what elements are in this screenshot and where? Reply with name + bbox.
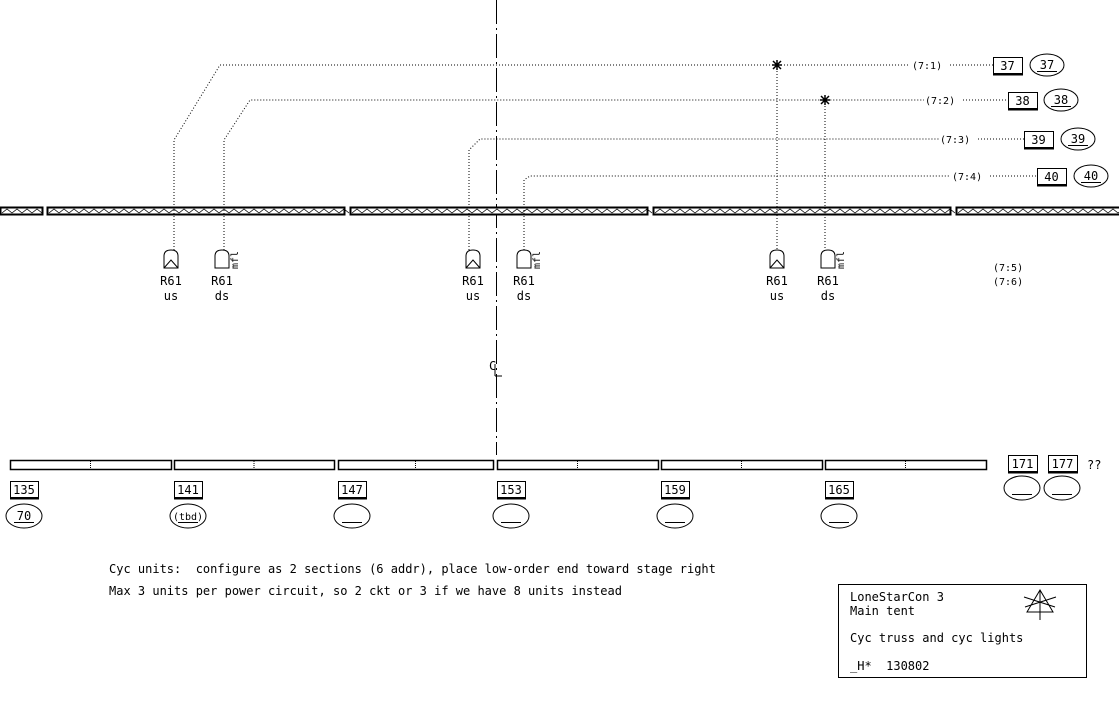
leader-lines [173,60,950,250]
note-line-1: Cyc units: configure as 2 sections (6 ad… [109,562,716,576]
fixture-position: ds [821,289,835,303]
truss-segment [349,206,653,216]
title-block: LoneStarCon 3 Main tent Cyc truss and cy… [838,584,1087,678]
leader-line [223,99,924,250]
title-line-1: LoneStarCon 3 [850,590,944,604]
fixture-unit: R61 [817,274,839,288]
centerline-symbol: C [489,359,496,373]
truss-segment [652,206,956,216]
circuit-tag[interactable]: (7:2) 38 38 [925,88,1079,112]
fixture-tag: mfl [836,251,847,269]
extra-unit[interactable]: 177 [1043,455,1081,501]
channel-ellipse [656,503,694,529]
cyc-unit[interactable]: 135 70 [5,459,173,529]
truss-segment [0,206,44,216]
circuit-address: (7:3) [940,135,970,146]
channel-ellipse-label: 39 [1071,132,1085,146]
fixture-tag: mfl [532,251,543,269]
dimmer-box-label: 141 [177,483,199,497]
truss-segment [955,206,1119,216]
channel-ellipse [1073,164,1109,188]
cyc-unit[interactable]: 147 [333,459,495,529]
fixture-position: ds [215,289,229,303]
fixture-unit: R61 [160,274,182,288]
leader-line [173,64,910,250]
dimmer-box-label: 37 [1000,59,1014,73]
leader-line [468,138,940,250]
cyc-unit[interactable]: 159 [656,459,824,529]
circuit-tags: (7:1) 37 37 (7:2) 38 38 (7:3) 39 39 (7:4) 40 40 (7:5… [912,53,1109,288]
fixture-position: us [466,289,480,303]
dimmer-box-label: 171 [1012,457,1034,471]
fixture-unit: R61 [766,274,788,288]
channel-ellipse [333,503,371,529]
channel-ellipse [1043,475,1081,501]
centerline: C [489,0,502,455]
note-line-2: Max 3 units per power circuit, so 2 ckt … [109,584,622,598]
junction-star-icon [772,60,782,70]
channel-ellipse [1003,475,1041,501]
title-line-2: Main tent [850,604,915,618]
circuit-tag[interactable]: (7:4) 40 40 [952,164,1109,188]
dimmer-box-label: 39 [1031,133,1045,147]
dimmer-box-label: 38 [1015,94,1029,108]
spare-address: (7:5) [993,263,1023,274]
channel-ellipse-label: 37 [1040,58,1054,72]
fixture-icon [214,249,230,269]
fixture-icon [820,249,836,269]
dimmer-box-label: 153 [500,483,522,497]
channel-ellipse [1043,88,1079,112]
cyc-unit[interactable]: 165 [820,459,988,529]
cyc-unit[interactable]: 153 [492,459,660,529]
truss-segment [46,206,350,216]
channel-ellipse [1060,127,1096,151]
channel-ellipse [820,503,858,529]
spare-address: (7:6) [993,277,1023,288]
upper-truss [0,206,1119,216]
extra-unit[interactable]: 171 [1003,455,1041,501]
notes: Cyc units: configure as 2 sections (6 ad… [109,562,716,598]
extra-note: ?? [1087,458,1101,472]
title-line-3: Cyc truss and cyc lights [850,631,1023,645]
channel-ellipse-label: (tbd) [173,512,203,523]
dimmer-box-label: 40 [1044,170,1058,184]
cyc-unit[interactable]: 141 (tbd) [169,459,336,529]
dimmer-box-label: 177 [1052,457,1074,471]
title-line-4: _H* 130802 [850,659,929,673]
circuit-address: (7:4) [952,172,982,183]
circuit-address: (7:1) [912,61,942,72]
fixture-unit: R61 [462,274,484,288]
channel-ellipse-label: 38 [1054,93,1068,107]
dimmer-box-label: 147 [341,483,363,497]
channel-ellipse-label: 40 [1084,169,1098,183]
fixture-icon [516,249,532,269]
circuit-tag[interactable]: (7:3) 39 39 [940,127,1096,151]
fixture-tag: mfl [230,251,241,269]
channel-ellipse [1029,53,1065,77]
channel-ellipse [492,503,530,529]
cyc-bar: 135 70 141 (tbd) 147 153 159 165 171 177?? [5,455,1101,529]
circuit-address: (7:2) [925,96,955,107]
dimmer-box-label: 165 [828,483,850,497]
fixture-position: us [164,289,178,303]
dimmer-box-label: 159 [664,483,686,497]
junction-star-icon [820,95,830,105]
fixture-unit: R61 [211,274,233,288]
dimmer-box-label: 135 [13,483,35,497]
fixture-position: us [770,289,784,303]
channel-ellipse-label: 70 [17,509,31,523]
fixture-position: ds [517,289,531,303]
star-logo-icon [1023,589,1057,620]
fixture-unit: R61 [513,274,535,288]
circuit-tag[interactable]: (7:1) 37 37 [912,53,1065,77]
